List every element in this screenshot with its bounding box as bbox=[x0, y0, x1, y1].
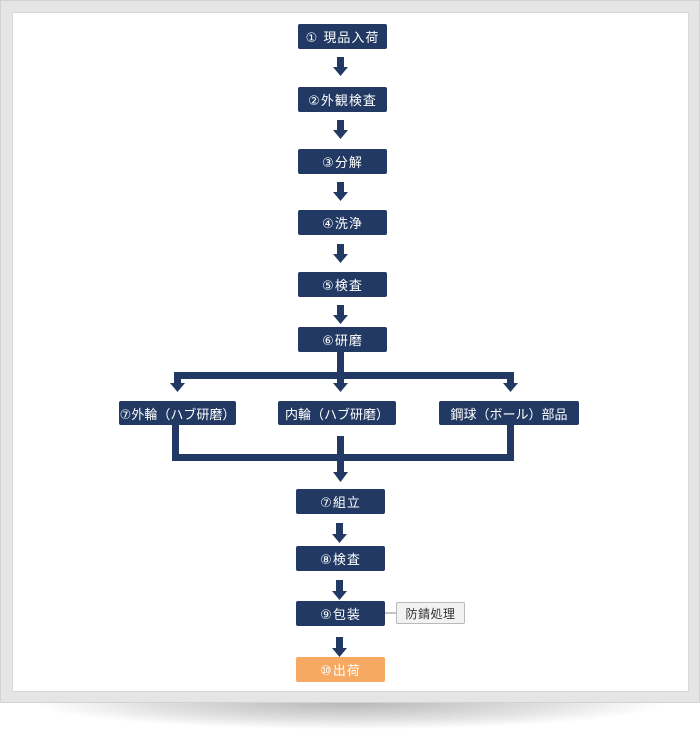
step-final-inspection: ⑧検査 bbox=[296, 546, 385, 571]
drop-shadow bbox=[40, 703, 660, 729]
step-cleaning: ④洗浄 bbox=[298, 210, 387, 235]
step-visual-inspection: ②外観検査 bbox=[298, 87, 387, 112]
step-disassembly: ③分解 bbox=[298, 149, 387, 174]
step-polishing: ⑥研磨 bbox=[298, 327, 387, 352]
arrow-down-2 bbox=[333, 120, 348, 139]
note-rust-prevention: 防錆処理 bbox=[396, 602, 465, 624]
outer-frame bbox=[0, 0, 700, 703]
arrow-down-1 bbox=[333, 57, 348, 76]
merge-connector bbox=[172, 425, 514, 482]
arrow-down-7 bbox=[332, 580, 347, 600]
split-connector bbox=[170, 350, 518, 392]
branch-outer-ring: ⑦外輪（ハブ研磨） bbox=[119, 401, 236, 425]
arrow-down-6 bbox=[332, 523, 347, 543]
step-inspection: ⑤検査 bbox=[298, 272, 387, 297]
step-packaging: ⑨包装 bbox=[296, 601, 385, 626]
branch-inner-ring: 内輪（ハブ研磨） bbox=[278, 401, 396, 425]
step-receiving: ① 現品入荷 bbox=[298, 24, 387, 49]
arrow-down-3 bbox=[333, 182, 348, 201]
arrow-down-5 bbox=[333, 305, 348, 324]
step-assembly: ⑦組立 bbox=[296, 489, 385, 514]
diagram-panel bbox=[12, 12, 689, 692]
step-shipping: ⑩出荷 bbox=[296, 657, 385, 682]
arrow-down-8 bbox=[332, 637, 347, 657]
branch-steel-ball: 鋼球（ボール）部品 bbox=[439, 401, 579, 425]
arrow-down-4 bbox=[333, 244, 348, 263]
